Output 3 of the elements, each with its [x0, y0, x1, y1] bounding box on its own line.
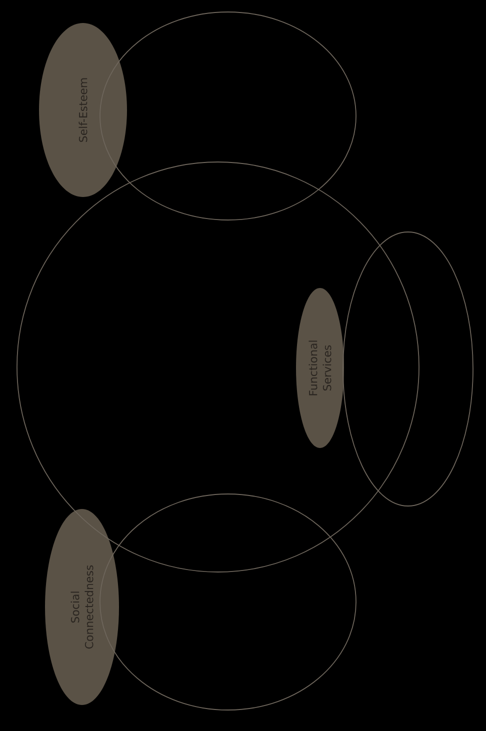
outline-circle	[100, 494, 356, 710]
outline-circle	[342, 232, 474, 506]
outline-circle	[100, 12, 356, 220]
